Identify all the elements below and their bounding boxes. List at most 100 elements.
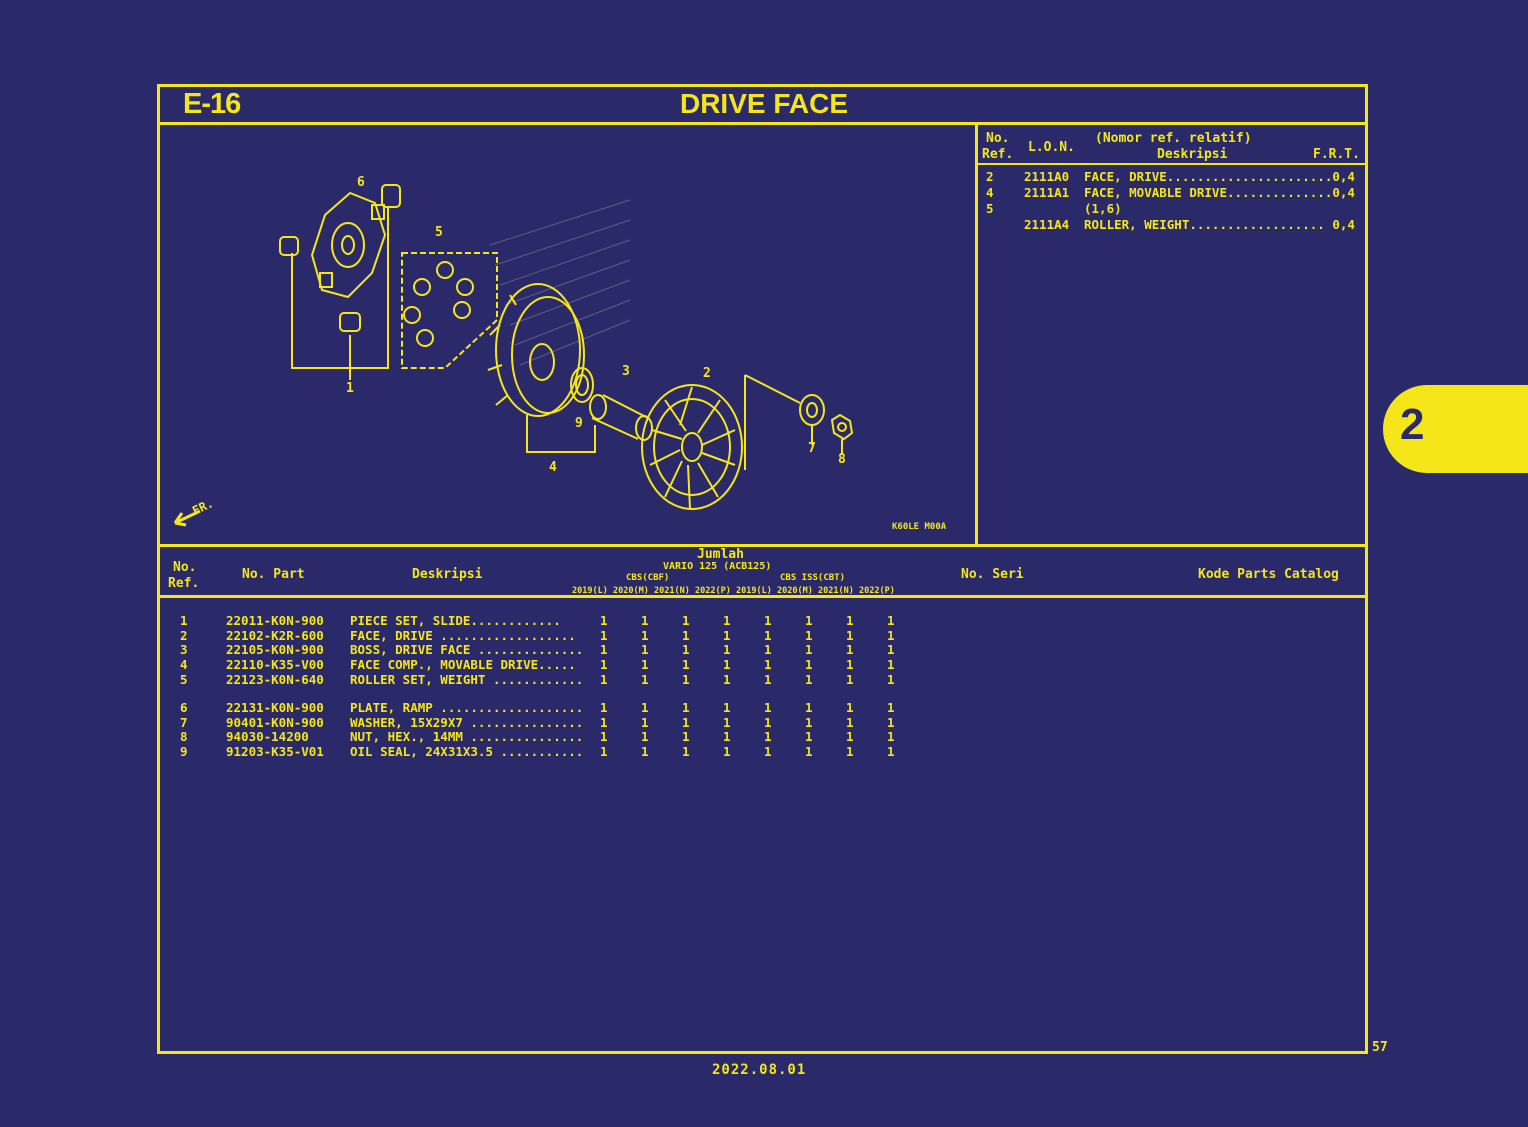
ref-row: 2 2111A0 FACE, DRIVE....................… — [986, 168, 1355, 184]
washer-part — [799, 394, 825, 426]
lon-cell: 2111A0 — [1024, 168, 1070, 184]
part-number: 22123-K0N-640 — [226, 671, 324, 687]
ref-number: 3 — [180, 642, 188, 658]
part-number: 91203-K35-V01 — [226, 744, 324, 760]
parts-header-model: VARIO 125 (ACB125) — [663, 561, 772, 572]
section-code: E-16 — [183, 88, 241, 120]
quantity-cell: 1 — [764, 700, 772, 716]
part-description: BOSS, DRIVE FACE .............. — [350, 642, 584, 658]
quantity-cell: 1 — [764, 671, 772, 687]
ref-header-lon: L.O.N. — [1028, 140, 1075, 155]
ref-header-ref: Ref. — [982, 147, 1014, 162]
parts-header-deskripsi: Deskripsi — [412, 567, 483, 582]
ref-row: 4 2111A1 FACE, MOVABLE DRIVE............… — [986, 184, 1355, 200]
quantity-cell: 1 — [723, 671, 731, 687]
wing-pattern — [489, 199, 631, 366]
quantity-cell: 1 — [600, 671, 608, 687]
quantity-cell: 1 — [764, 657, 772, 673]
quantity-cell: 1 — [600, 729, 608, 745]
reference-divider — [975, 122, 978, 547]
quantity-cell: 1 — [846, 744, 854, 760]
quantity-cell: 1 — [764, 613, 772, 629]
year-2021-n-b: 2021(N) — [818, 586, 854, 596]
nut-part — [830, 413, 854, 441]
roller-weights — [403, 261, 474, 347]
quantity-cell: 1 — [641, 671, 649, 687]
quantity-cell: 1 — [682, 729, 690, 745]
ref-number: 4 — [180, 657, 188, 673]
ref-cell: 2 — [986, 168, 994, 184]
quantity-cell: 1 — [682, 642, 690, 658]
part-number: 22131-K0N-900 — [226, 700, 324, 716]
quantity-cell: 1 — [887, 671, 895, 687]
quantity-cell: 1 — [682, 627, 690, 643]
quantity-cell: 1 — [846, 657, 854, 673]
section-tab-label: 2 — [1400, 400, 1425, 449]
part-number: 22110-K35-V00 — [226, 657, 324, 673]
frt-cell: 0,4 — [1332, 184, 1355, 200]
reference-table: 2 2111A0 FACE, DRIVE....................… — [986, 168, 1355, 232]
part-number: 94030-14200 — [226, 729, 309, 745]
quantity-cell: 1 — [682, 714, 690, 730]
parts-header-part: No. Part — [242, 567, 305, 582]
quantity-cell: 1 — [682, 613, 690, 629]
quantity-cell: 1 — [723, 613, 731, 629]
quantity-cell: 1 — [723, 729, 731, 745]
part-description: PLATE, RAMP ................... — [350, 700, 584, 716]
ref-row: 5 (1,6) — [986, 200, 1355, 216]
quantity-cell: 1 — [846, 642, 854, 658]
drive-face-part — [641, 384, 743, 510]
quantity-cell: 1 — [723, 657, 731, 673]
quantity-cell: 1 — [641, 744, 649, 760]
quantity-cell: 1 — [764, 744, 772, 760]
parts-table: 1 22011-K0N-900 PIECE SET, SLIDE..........… — [170, 614, 911, 759]
desc-cell: (1,6) — [1084, 200, 1122, 216]
desc-cell: FACE, DRIVE...................... — [1084, 168, 1333, 184]
quantity-cell: 1 — [805, 714, 813, 730]
ref-number: 2 — [180, 627, 188, 643]
quantity-cell: 1 — [723, 642, 731, 658]
quantity-cell: 1 — [764, 627, 772, 643]
year-2019-l-b: 2019(L) — [736, 586, 772, 596]
quantity-cell: 1 — [723, 700, 731, 716]
callout-bracket-2 — [744, 374, 801, 470]
callout-bracket-4 — [526, 415, 596, 453]
part-number: 22105-K0N-900 — [226, 642, 324, 658]
part-description: ROLLER SET, WEIGHT ............ — [350, 671, 584, 687]
part-number: 22011-K0N-900 — [226, 613, 324, 629]
diagram-divider — [157, 544, 1368, 547]
title-divider — [157, 122, 1368, 125]
quantity-cell: 1 — [764, 729, 772, 745]
quantity-cell: 1 — [887, 714, 895, 730]
page-number: 57 — [1372, 1040, 1388, 1055]
quantity-cell: 1 — [887, 657, 895, 673]
oil-seal-part — [570, 367, 594, 403]
lon-cell: 2111A1 — [1024, 184, 1070, 200]
part-description: PIECE SET, SLIDE............ — [350, 613, 561, 629]
quantity-cell: 1 — [764, 642, 772, 658]
quantity-cell: 1 — [641, 700, 649, 716]
ref-number: 1 — [180, 613, 188, 629]
parts-header-ref: Ref. — [168, 576, 200, 591]
part-number: 22102-K2R-600 — [226, 627, 324, 643]
parts-header-group2: CBS ISS(CBT) — [780, 573, 846, 583]
quantity-cell: 1 — [600, 744, 608, 760]
section-tab[interactable] — [1383, 385, 1528, 473]
quantity-cell: 1 — [600, 642, 608, 658]
part-description: NUT, HEX., 14MM ............... — [350, 729, 584, 745]
frt-cell: 0,4 — [1332, 216, 1355, 232]
slide-piece-top — [279, 184, 401, 332]
ref-header-deskripsi: Deskripsi — [1157, 147, 1228, 162]
lon-cell — [1024, 200, 1084, 216]
quantity-cell: 1 — [641, 714, 649, 730]
ref-header-nomor: (Nomor ref. relatif) — [1095, 131, 1252, 146]
front-arrow-icon — [173, 509, 201, 527]
quantity-cell: 1 — [764, 714, 772, 730]
ref-number: 9 — [180, 744, 188, 760]
year-2021-n-a: 2021(N) — [654, 586, 690, 596]
parts-header-kode: Kode Parts Catalog — [1198, 567, 1339, 582]
frt-cell — [1332, 200, 1355, 216]
ref-header-no: No. — [986, 131, 1010, 146]
quantity-cell: 1 — [846, 700, 854, 716]
